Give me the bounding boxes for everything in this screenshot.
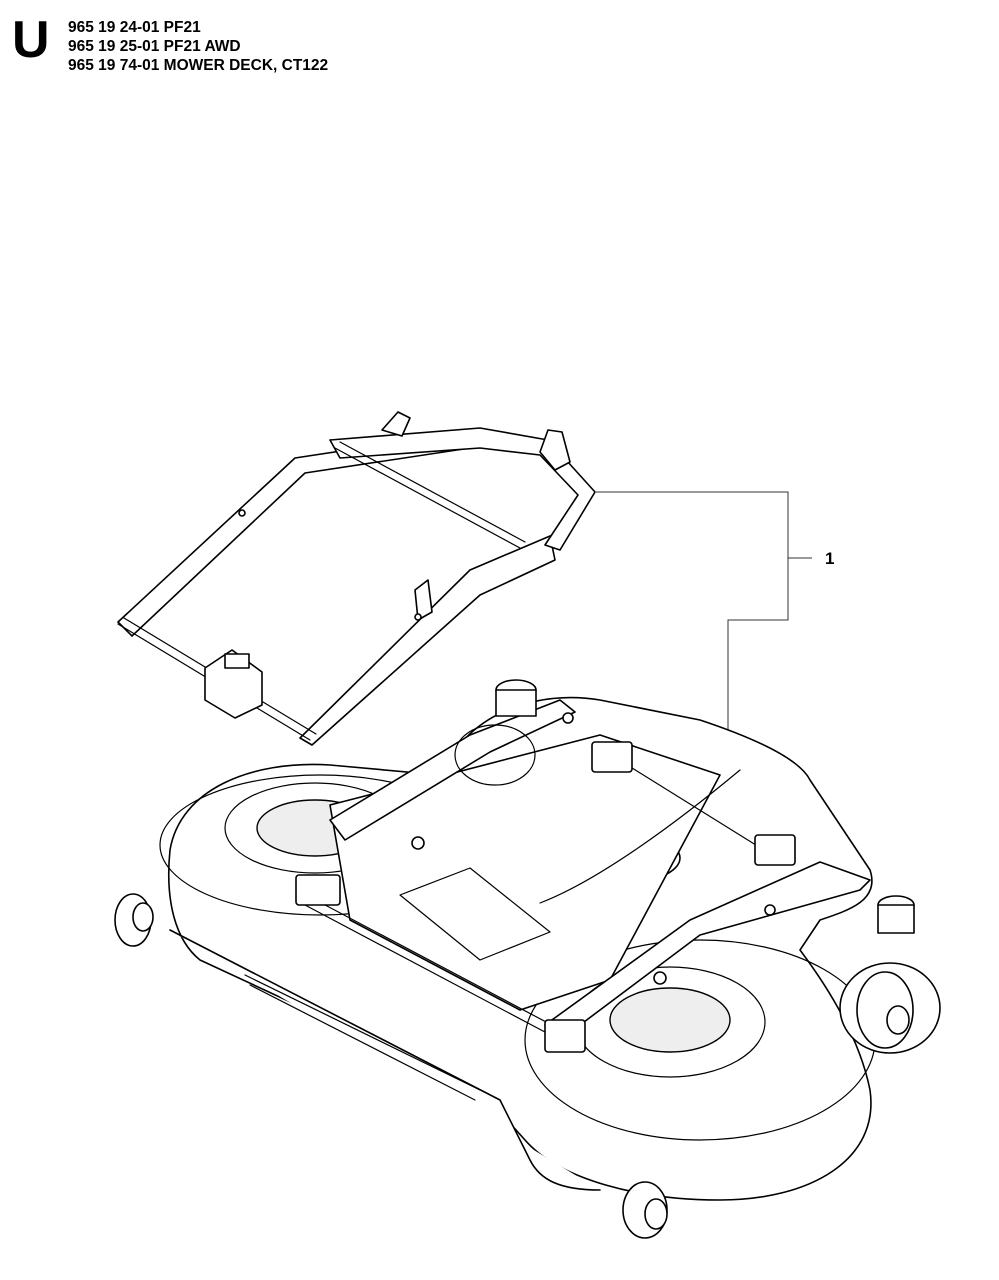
callout-label-1: 1 — [825, 549, 834, 568]
header-line-2: 965 19 25-01 PF21 AWD — [68, 38, 241, 55]
lift-frame-illustration — [117, 411, 596, 746]
section-letter: U — [12, 11, 50, 69]
header-line-1: 965 19 24-01 PF21 — [68, 19, 201, 36]
callout-leader — [596, 491, 812, 790]
model-header: 965 19 24-01 PF21 965 19 25-01 PF21 AWD … — [68, 18, 328, 75]
mower-deck-illustration — [114, 679, 941, 1239]
header-line-3: 965 19 74-01 MOWER DECK, CT122 — [68, 57, 329, 74]
